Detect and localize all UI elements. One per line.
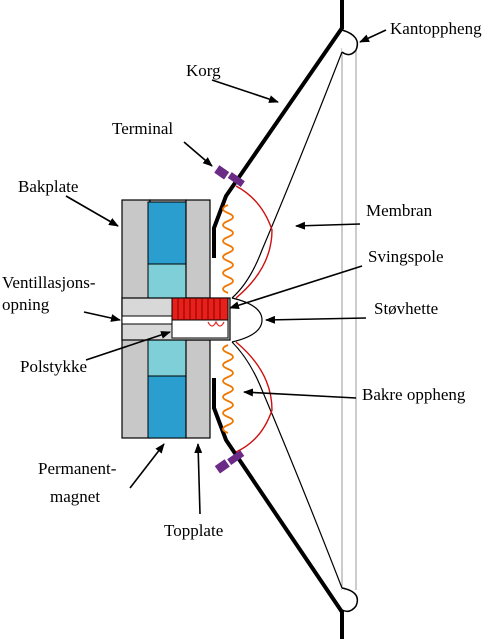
label-stovhette: Støvhette	[374, 299, 438, 318]
spider-lines	[235, 185, 273, 453]
label-bakplate: Bakplate	[18, 177, 78, 196]
arrow-kantoppheng	[359, 29, 387, 43]
label-terminal: Terminal	[112, 119, 173, 138]
label-membran: Membran	[366, 201, 433, 220]
label-kantoppheng: Kantoppheng	[390, 19, 482, 38]
terminal-bottom	[214, 450, 245, 474]
label-ventillasjon-line1: Ventillasjons-	[2, 273, 96, 292]
arrow-ventillasjon	[83, 311, 121, 322]
top-plate	[185, 199, 211, 439]
labels: Kantoppheng Korg Terminal Bakplate Membr…	[2, 19, 482, 540]
arrow-svingspole	[229, 265, 363, 310]
label-topplate: Topplate	[164, 521, 223, 540]
arrow-permanentmagnet	[129, 443, 165, 489]
membrane	[231, 51, 343, 589]
arrow-polstykke	[85, 331, 171, 361]
springs	[222, 204, 234, 434]
label-permanent-line1: Permanent-	[38, 459, 117, 478]
arrow-korg	[211, 79, 279, 103]
arrow-bakplate	[65, 195, 119, 227]
basket	[212, 0, 344, 639]
label-svingspole: Svingspole	[368, 247, 444, 266]
permanent-magnet	[147, 201, 187, 439]
terminal-top	[214, 165, 245, 188]
dust-cap	[231, 297, 263, 343]
label-permanent-line2: magnet	[50, 487, 100, 506]
label-korg: Korg	[186, 61, 221, 80]
label-bakre-oppheng: Bakre oppheng	[362, 385, 466, 404]
arrow-terminal	[183, 141, 213, 167]
arrow-bakre-oppheng	[243, 388, 357, 399]
label-polstykke: Polstykke	[20, 357, 87, 376]
arrows	[65, 29, 387, 515]
voice-coil	[171, 297, 229, 339]
arrow-topplate	[194, 443, 203, 515]
surround-top	[341, 29, 359, 56]
label-ventillasjon-line2: opning	[2, 295, 50, 314]
arrow-membran	[295, 221, 361, 230]
arrow-stovhette	[265, 315, 367, 324]
surround-bottom	[341, 587, 359, 613]
